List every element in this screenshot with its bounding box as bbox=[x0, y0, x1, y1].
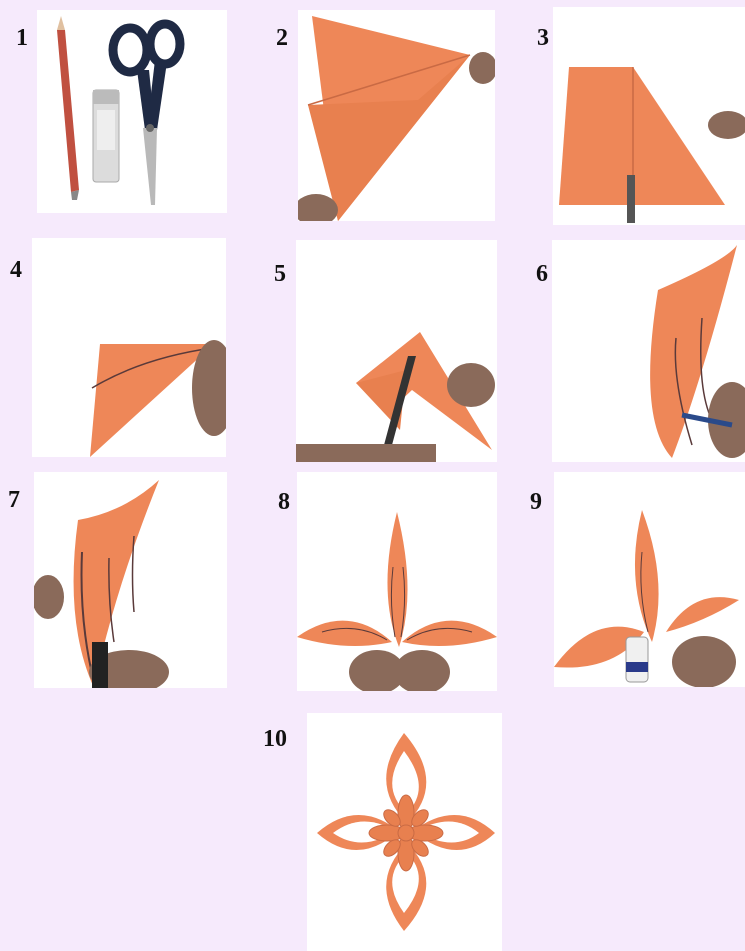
step-6-panel bbox=[552, 240, 745, 462]
folded-square-image bbox=[298, 10, 495, 221]
hand-icon bbox=[447, 363, 495, 407]
petal-drawing-image bbox=[552, 240, 745, 462]
step-number-4: 4 bbox=[10, 258, 22, 282]
hand-icon bbox=[469, 52, 495, 84]
glue-stick-icon bbox=[626, 637, 648, 682]
scissors-icon bbox=[113, 24, 180, 205]
step-number-10: 10 bbox=[263, 727, 287, 751]
step-number-9: 9 bbox=[530, 490, 542, 514]
step-10-panel bbox=[307, 713, 502, 951]
hand-icon bbox=[394, 650, 450, 691]
step-8-panel bbox=[297, 472, 497, 691]
hand-icon bbox=[708, 111, 745, 139]
cutting-slits-image bbox=[34, 472, 227, 688]
folded-triangle-image bbox=[553, 7, 745, 225]
hand-icon bbox=[298, 194, 338, 221]
step-7-panel bbox=[34, 472, 227, 688]
scissors-icon bbox=[627, 175, 635, 223]
hand-icon bbox=[672, 636, 736, 687]
scissors-icon bbox=[92, 642, 108, 688]
step-3-panel bbox=[553, 7, 745, 225]
gluing-star-image bbox=[554, 472, 745, 687]
step-number-6: 6 bbox=[536, 262, 548, 286]
hand-icon bbox=[34, 575, 64, 619]
glue-stick-icon bbox=[93, 90, 119, 182]
unfolded-star-image bbox=[297, 472, 497, 691]
step-2-panel bbox=[298, 10, 495, 221]
step-5-panel bbox=[296, 240, 497, 462]
step-4-panel bbox=[32, 238, 226, 457]
step-number-1: 1 bbox=[16, 26, 28, 50]
step-9-panel bbox=[554, 472, 745, 687]
pencil-glue-scissors-image bbox=[37, 10, 227, 213]
step-number-8: 8 bbox=[278, 490, 290, 514]
step-number-7: 7 bbox=[8, 488, 20, 512]
triangle-with-curve-image bbox=[32, 238, 226, 457]
step-number-2: 2 bbox=[276, 26, 288, 50]
cutting-image bbox=[296, 240, 497, 462]
pencil-icon bbox=[57, 16, 79, 200]
finished-star-image bbox=[307, 713, 502, 951]
step-number-3: 3 bbox=[537, 26, 549, 50]
step-number-5: 5 bbox=[274, 262, 286, 286]
step-1-panel bbox=[37, 10, 227, 213]
